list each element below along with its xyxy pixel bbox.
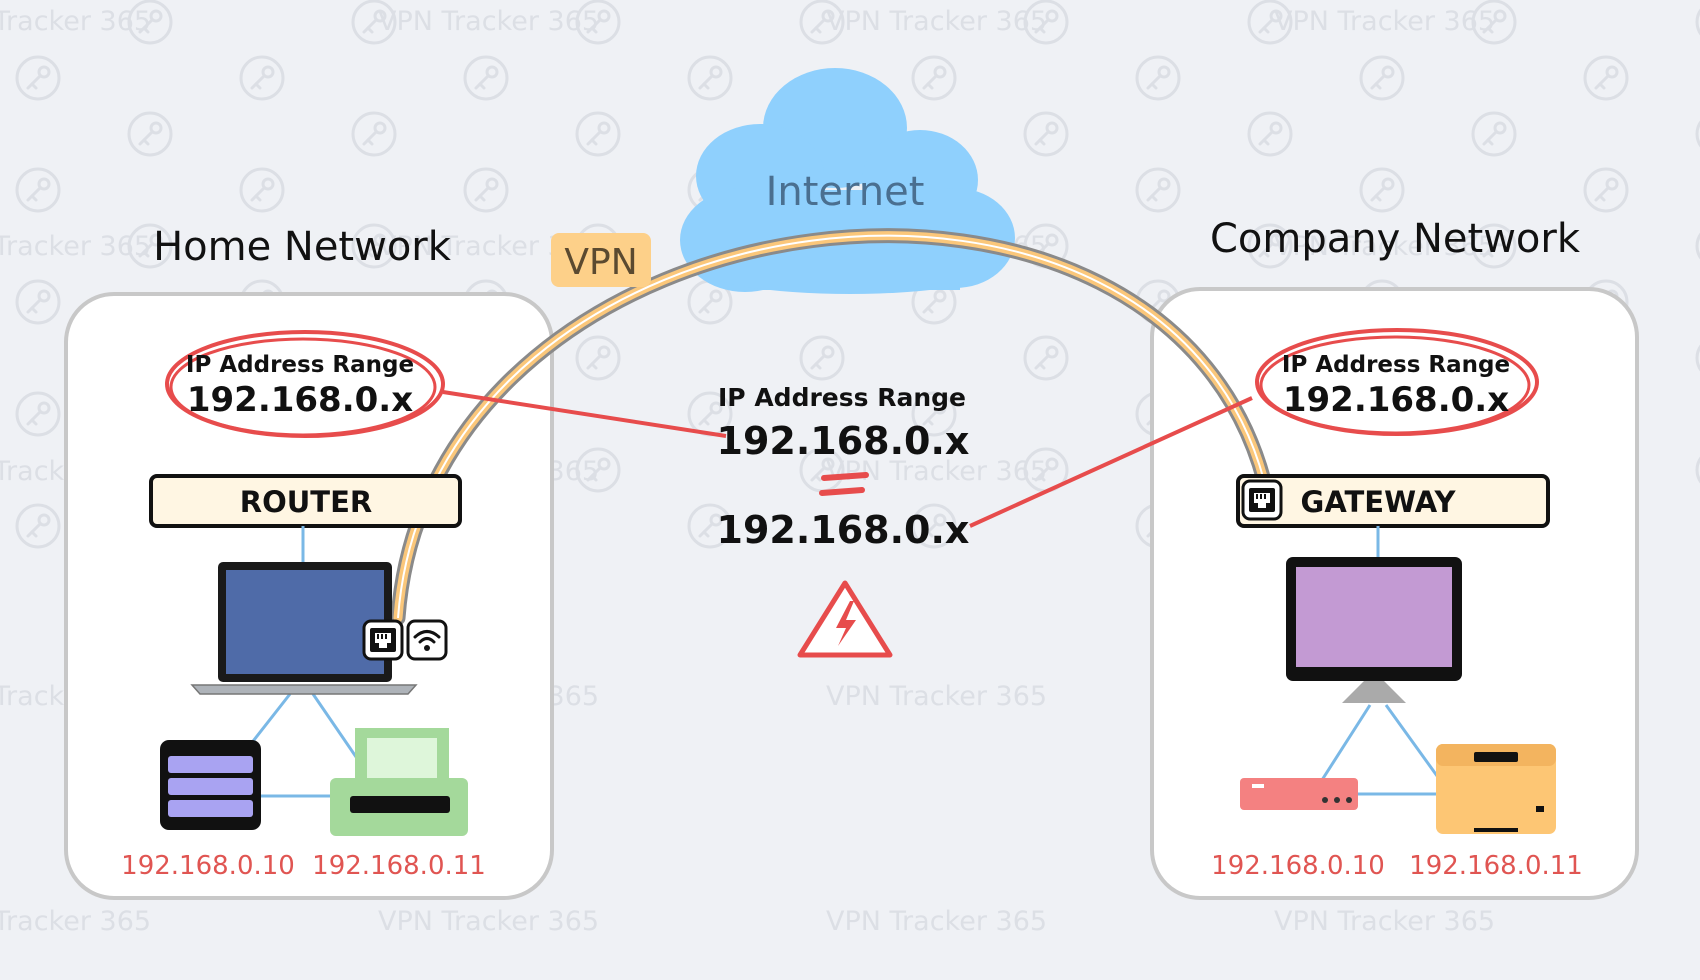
home-links <box>248 526 367 798</box>
home-range-connector <box>442 390 727 438</box>
gateway-label: GATEWAY <box>1301 485 1457 519</box>
home-range-value: 192.168.0.x <box>187 380 413 420</box>
company-device-right-ip: 192.168.0.11 <box>1409 851 1583 881</box>
watermark-text: VPN Tracker 365 <box>378 6 599 37</box>
network-appliance-icon <box>1240 778 1358 810</box>
watermark-key-icon <box>463 55 509 101</box>
vpn-tunnel <box>390 228 1276 626</box>
watermark-key-icon <box>1471 111 1517 157</box>
conflict-value-bottom: 192.168.0.x <box>717 508 970 552</box>
watermark-key-icon <box>1023 111 1069 157</box>
conflict-range-label: IP Address Range <box>718 383 966 412</box>
company-range-connector <box>969 396 1253 528</box>
watermark-key-icon <box>127 111 173 157</box>
watermark-key-icon <box>799 335 845 381</box>
company-range-label: IP Address Range <box>1282 352 1510 378</box>
printer-icon <box>330 728 468 836</box>
watermark-key-icon <box>911 55 957 101</box>
watermark-key-icon <box>15 167 61 213</box>
watermark-key-icon <box>1359 167 1405 213</box>
watermark-text: VPN Tracker 365 <box>0 906 151 937</box>
warning-icon <box>797 580 893 658</box>
internet-cloud-icon <box>680 68 1015 294</box>
internet-label: Internet <box>766 169 925 215</box>
monitor-icon <box>1286 557 1462 703</box>
company-network-title: Company Network <box>1210 216 1581 262</box>
watermark-key-icon <box>15 391 61 437</box>
watermark-key-icon <box>15 55 61 101</box>
watermark-key-icon <box>687 55 733 101</box>
equals-sign-icon <box>819 472 869 496</box>
router-box <box>149 474 462 528</box>
watermark-text: VPN Tracker 365 <box>0 6 151 37</box>
watermark-text: VPN Tracker 365 <box>826 681 1047 712</box>
vpn-badge <box>551 233 651 287</box>
watermark-key-icon <box>351 111 397 157</box>
watermark-key-icon <box>239 167 285 213</box>
laptop-ethernet-icon <box>362 619 404 661</box>
company-range-value: 192.168.0.x <box>1283 380 1509 420</box>
watermark-key-icon <box>1583 55 1629 101</box>
company-links <box>1320 526 1442 796</box>
watermark-text: VPN Tracker 365 <box>1274 6 1495 37</box>
watermark-key-icon <box>1023 335 1069 381</box>
watermark-key-icon <box>239 55 285 101</box>
watermark-text: VPN Tracker 365 <box>0 231 151 262</box>
router-label: ROUTER <box>240 485 372 519</box>
gateway-ethernet-icon <box>1241 479 1283 521</box>
watermark-key-icon <box>1247 111 1293 157</box>
watermark-key-icon <box>15 279 61 325</box>
gateway-box <box>1236 474 1550 528</box>
watermark-key-icon <box>575 111 621 157</box>
company-device-left-ip: 192.168.0.10 <box>1211 851 1385 881</box>
watermark-key-icon <box>463 167 509 213</box>
laptop-wifi-icon <box>406 619 448 661</box>
home-device-right-ip: 192.168.0.11 <box>312 851 486 881</box>
watermark-text: VPN Tracker 365 <box>826 456 1047 487</box>
server-icon <box>160 740 261 830</box>
watermark-key-icon <box>1135 55 1181 101</box>
company-printer-icon <box>1436 744 1556 834</box>
watermark-key-icon <box>15 503 61 549</box>
home-range-label: IP Address Range <box>186 352 414 378</box>
watermark-key-icon <box>1583 167 1629 213</box>
watermark-text: VPN Tracker 365 <box>826 6 1047 37</box>
watermark-text: VPN Tracker 365 <box>826 906 1047 937</box>
watermark-text: VPN Tracker 365 <box>378 906 599 937</box>
conflict-value-top: 192.168.0.x <box>717 419 970 463</box>
vpn-label: VPN <box>564 242 637 283</box>
watermark-key-icon <box>575 335 621 381</box>
watermark-text: VPN Tracker 365 <box>1274 231 1495 262</box>
watermark-key-icon <box>1359 55 1405 101</box>
watermark-text: VPN Tracker 365 <box>1274 906 1495 937</box>
home-network-title: Home Network <box>153 224 452 270</box>
watermark-key-icon <box>1135 167 1181 213</box>
home-device-left-ip: 192.168.0.10 <box>121 851 295 881</box>
laptop-icon <box>190 562 418 695</box>
